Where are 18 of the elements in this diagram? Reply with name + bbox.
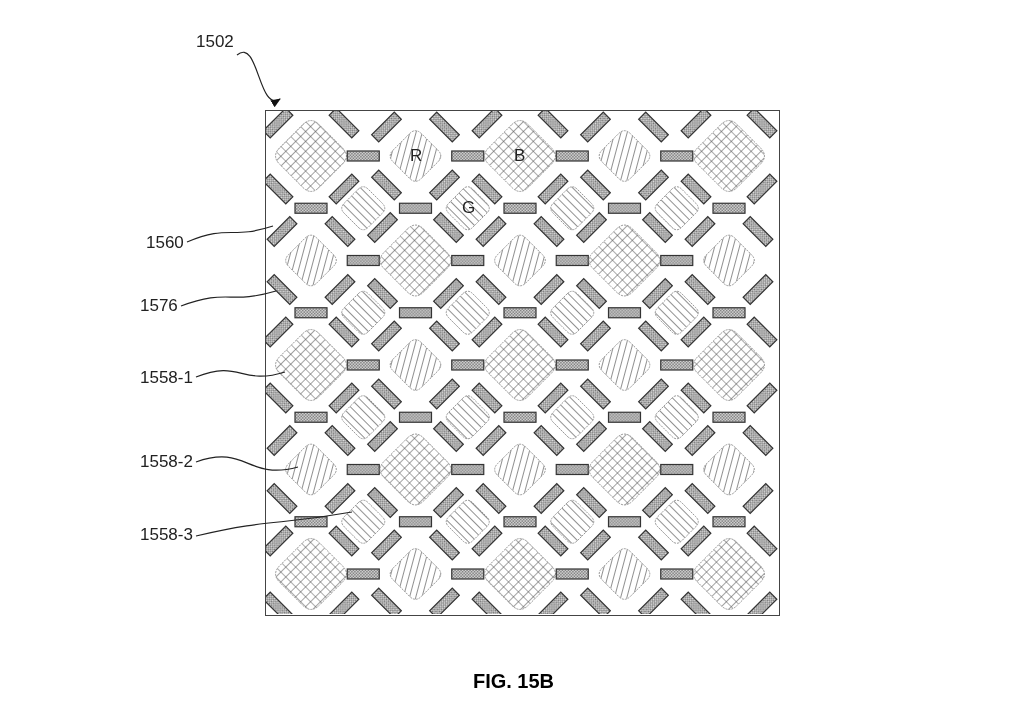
- reference-numeral: 1558-1: [140, 368, 193, 388]
- leader-line: [186, 225, 274, 243]
- pixel-letter: R: [410, 147, 423, 165]
- reference-numeral: 1558-3: [140, 525, 193, 545]
- leader-line: [195, 370, 286, 378]
- reference-numeral: 1560: [146, 233, 184, 253]
- leader-line: [180, 290, 277, 307]
- pixel-letter: G: [462, 199, 476, 217]
- reference-numeral: 1502: [196, 32, 234, 52]
- pixel-letter: B: [514, 147, 526, 165]
- crosshatched-pixel: [275, 329, 347, 401]
- figure-caption: FIG. 15B: [472, 670, 555, 693]
- arrow: [236, 51, 281, 106]
- striped-pixel: [285, 443, 337, 496]
- reference-numeral: 1558-2: [140, 452, 193, 472]
- striped-pixel: [341, 499, 386, 544]
- reference-numeral: 1576: [140, 296, 178, 316]
- leader-line: [195, 456, 299, 471]
